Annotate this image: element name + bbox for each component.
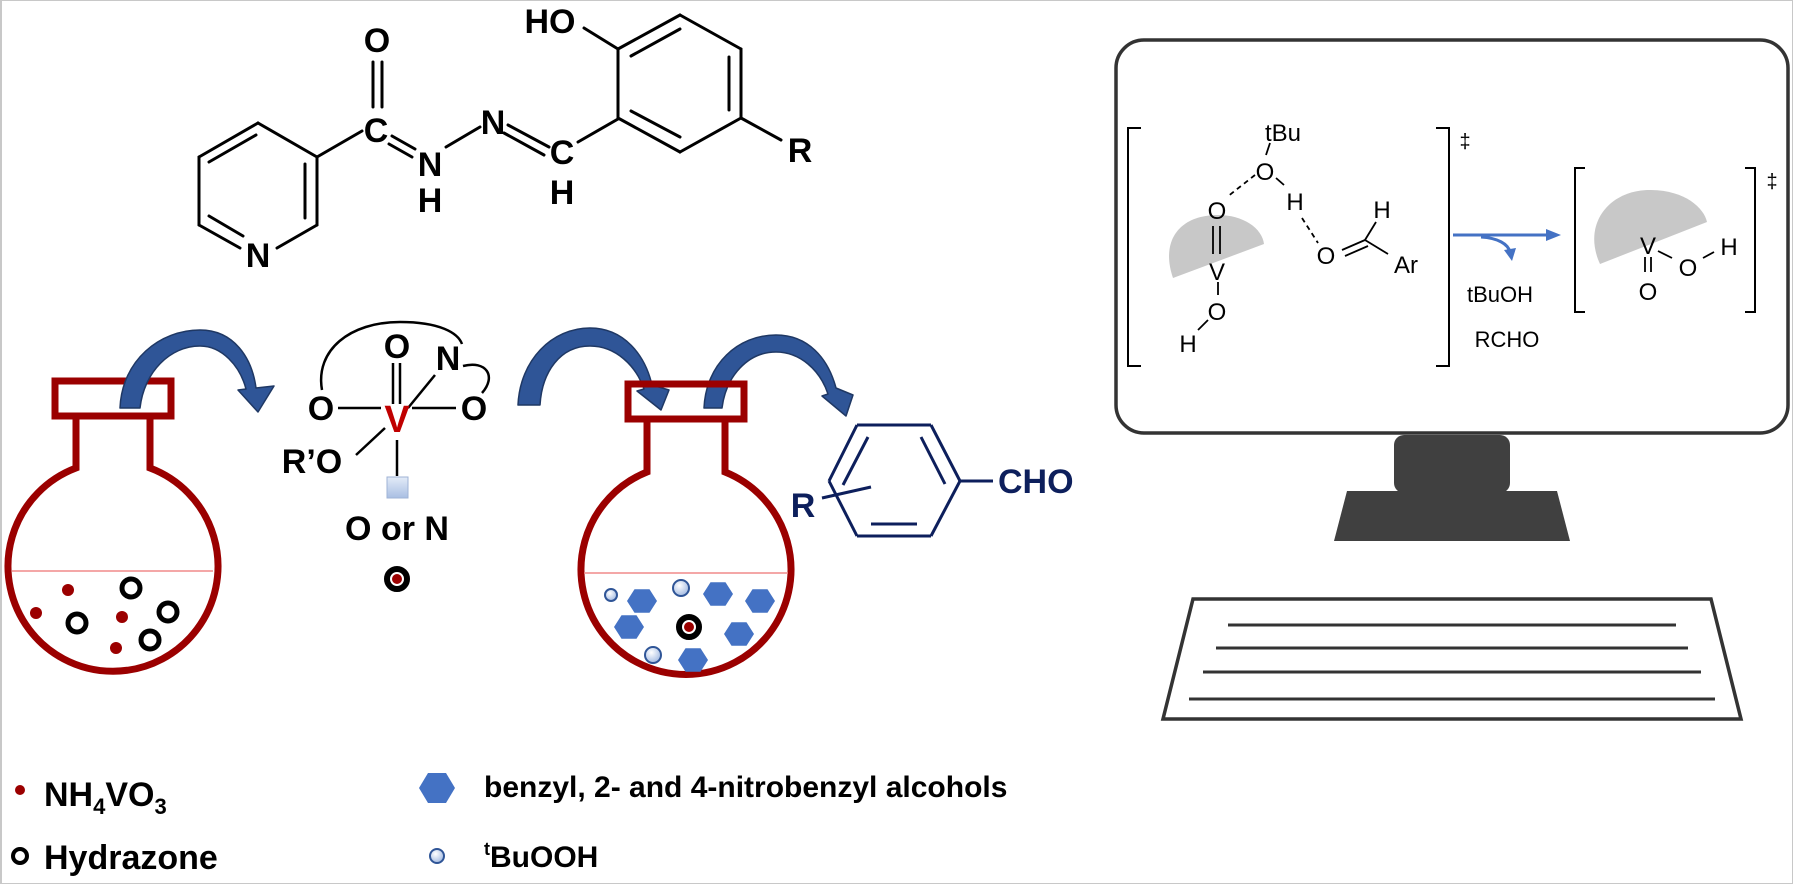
- atom-h-imine: H: [550, 174, 575, 212]
- alcohol-hexagon: [703, 582, 733, 606]
- catalyst-shade-2: [1594, 190, 1707, 264]
- atom-ho: HO: [525, 3, 576, 41]
- vanadate-particles: [30, 584, 128, 654]
- product-cho: CHO: [998, 463, 1074, 501]
- atom-n-imine: N: [481, 104, 506, 142]
- product-r: R: [791, 487, 816, 525]
- alcohol-hexagon: [678, 648, 708, 672]
- atom-n-complex: N: [436, 340, 461, 378]
- legend-item-peroxide: tBuOOH: [429, 839, 598, 874]
- monitor-neck: [1394, 435, 1510, 493]
- legend-item-vanadate: NH4VO3: [15, 776, 167, 819]
- byproduct-rcho: RCHO: [1475, 327, 1540, 352]
- process-arrows: [119, 327, 854, 417]
- arrow-complex-to-flask2: [517, 327, 670, 411]
- black-ring-icon: [11, 847, 29, 865]
- ts1-h-hydroxo: H: [1179, 331, 1196, 358]
- reaction-arrow-screen: tBuOH RCHO: [1453, 229, 1561, 352]
- ts2-o-oxo: O: [1639, 279, 1658, 306]
- atom-n-pyridine: N: [246, 237, 271, 275]
- flask-reaction: [577, 380, 795, 678]
- bracket-left-ts1: [1127, 127, 1141, 367]
- atom-c-carbonyl: C: [364, 112, 389, 150]
- legend-label-hydrazone: Hydrazone: [44, 839, 218, 877]
- vacant-site-label: O or N: [345, 510, 449, 548]
- light-blue-circle-icon: [429, 848, 445, 864]
- monitor-frame: [1114, 38, 1790, 435]
- hydrazone-particles: [65, 576, 180, 652]
- legend: NH4VO3 Hydrazone benzyl, 2- and 4-nitrob…: [11, 771, 1007, 877]
- atom-o-carbonyl: O: [364, 22, 390, 60]
- ts1-h-aldehyde: H: [1373, 197, 1390, 224]
- catalyst-particle: [676, 614, 702, 640]
- catalyst-symbol: [384, 566, 410, 592]
- legend-label-peroxide: tBuOOH: [484, 839, 598, 874]
- ts2-v: V: [1640, 233, 1656, 260]
- vacant-site-square: [386, 476, 409, 499]
- keyboard: [1160, 597, 1744, 721]
- legend-item-hydrazone: Hydrazone: [11, 839, 218, 877]
- atom-ro: R’O: [282, 443, 342, 481]
- ts2-dagger: ‡: [1766, 171, 1777, 193]
- phenol-ring: [616, 13, 743, 154]
- ts1-v: V: [1209, 259, 1225, 286]
- peroxide-particles: [604, 579, 690, 664]
- alcohol-hexagon: [614, 615, 644, 639]
- flask-cap: [51, 377, 175, 420]
- legend-label-vanadate: NH4VO3: [44, 776, 167, 819]
- bracket-left-ts2: [1574, 167, 1585, 313]
- atom-v-center: V: [384, 399, 410, 441]
- ts1-h-transfer: H: [1286, 189, 1303, 216]
- chelate-arc-right: [462, 363, 491, 394]
- atom-o-right: O: [461, 390, 487, 428]
- atom-h-amide: H: [418, 182, 443, 220]
- red-dot-icon: [15, 785, 25, 795]
- arrow-flask1-to-complex: [119, 329, 275, 413]
- hydrazone-structure: [197, 13, 783, 250]
- chelate-arc-top: [319, 320, 464, 391]
- benzaldehyde-product: [821, 423, 993, 538]
- atom-c-imine: C: [550, 134, 575, 172]
- alcohol-hexagon: [724, 622, 754, 646]
- flask-reactants: [4, 377, 222, 675]
- byproduct-tbuoh: tBuOH: [1467, 282, 1533, 307]
- transition-state-2: V O O H ‡: [1574, 167, 1778, 313]
- vanadium-complex: O N O O R’O O or N V: [282, 320, 491, 592]
- ts1-o-peroxo: O: [1256, 159, 1275, 186]
- catalyst-shade-1: [1169, 215, 1264, 278]
- atom-o-left: O: [308, 390, 334, 428]
- computer-illustration: [1114, 38, 1790, 721]
- monitor-base: [1334, 491, 1570, 541]
- blue-hexagon-icon: [419, 773, 455, 803]
- ts1-tbu: tBu: [1265, 120, 1301, 147]
- flask-cap-2: [624, 380, 748, 423]
- atom-r-substituent: R: [788, 132, 813, 170]
- bracket-right-ts2: [1745, 167, 1756, 313]
- transition-state-1: tBu O H O V O H O H Ar ‡: [1127, 120, 1471, 367]
- legend-item-alcohols: benzyl, 2- and 4-nitrobenzyl alcohols: [419, 771, 1007, 804]
- legend-label-alcohols: benzyl, 2- and 4-nitrobenzyl alcohols: [484, 771, 1007, 804]
- bracket-right-ts1: [1436, 127, 1450, 367]
- atom-o-oxo: O: [384, 328, 410, 366]
- ts1-dagger: ‡: [1459, 131, 1470, 153]
- ts1-o-oxo: O: [1208, 198, 1227, 225]
- alcohol-particles: [614, 582, 775, 672]
- ts1-o-hydroxo: O: [1208, 299, 1227, 326]
- alcohol-hexagon: [745, 589, 775, 613]
- ts1-o-carbonyl: O: [1317, 243, 1336, 270]
- arrow-flask2-to-product: [703, 334, 854, 417]
- atom-n-amide: N: [418, 146, 443, 184]
- ts2-h: H: [1720, 234, 1737, 261]
- ts1-ar: Ar: [1394, 252, 1418, 279]
- ts2-o-hydroxo: O: [1679, 255, 1698, 282]
- alcohol-hexagon: [627, 589, 657, 613]
- flask-body: [4, 418, 222, 675]
- pyridine-ring: [197, 121, 319, 250]
- hydrazone-labels: O C N H N C H HO R N: [246, 3, 813, 275]
